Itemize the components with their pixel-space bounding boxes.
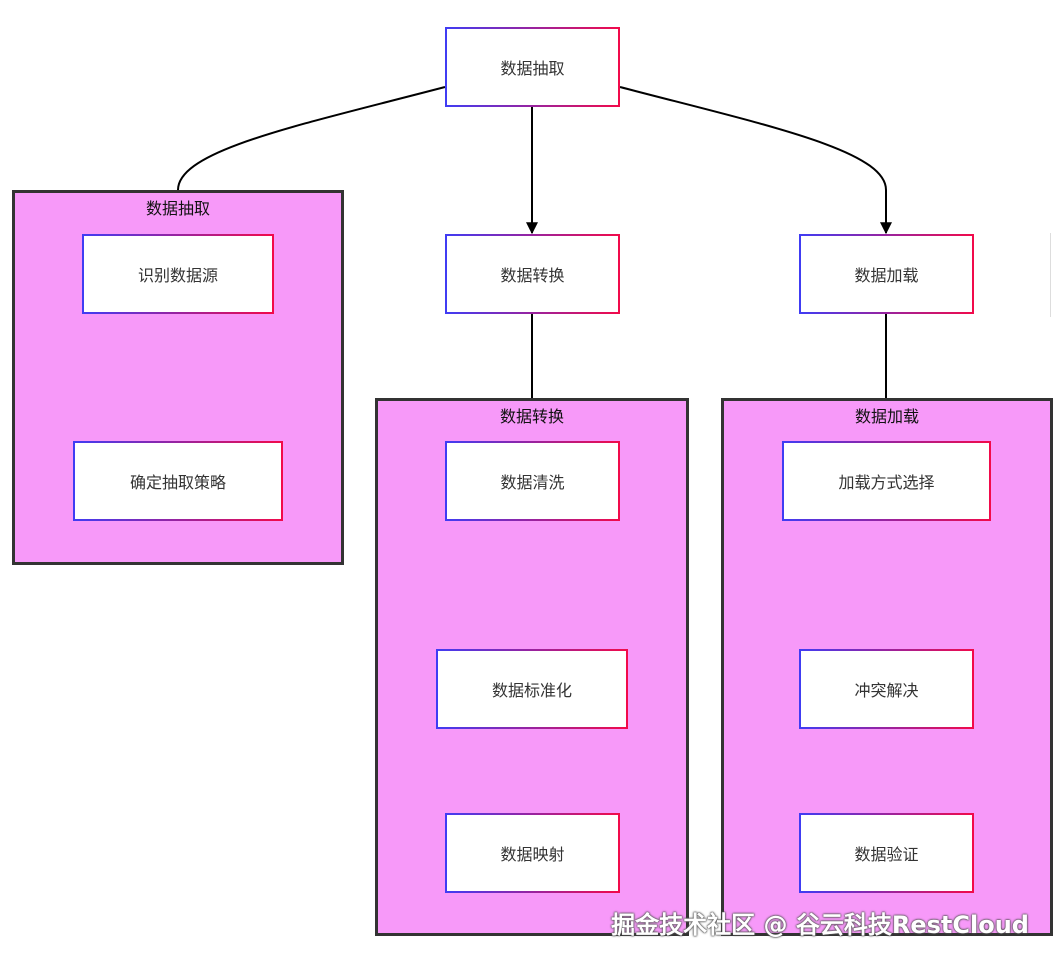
node-conflict[interactable]: 冲突解决 (799, 649, 974, 729)
node-define-strategy[interactable]: 确定抽取策略 (73, 441, 283, 521)
node-cleaning[interactable]: 数据清洗 (445, 441, 620, 521)
group-extract-title: 数据抽取 (145, 199, 210, 218)
node-validation[interactable]: 数据验证 (799, 813, 974, 893)
node-standardization[interactable]: 数据标准化 (436, 649, 628, 729)
node-identify-source[interactable]: 识别数据源 (82, 234, 274, 314)
offscreen-node-edge (1050, 233, 1057, 317)
node-mapping[interactable]: 数据映射 (445, 813, 620, 893)
edge-root-to-identify-source (172, 86, 446, 235)
group-load-title: 数据加载 (854, 407, 919, 426)
edge-root-to-load (619, 86, 892, 235)
node-root-extract[interactable]: 数据抽取 (445, 27, 620, 107)
node-load-method[interactable]: 加载方式选择 (782, 441, 991, 521)
watermark: 掘金技术社区 @ 谷云科技RestCloud (611, 911, 1029, 939)
group-transform-title: 数据转换 (499, 407, 564, 426)
node-transform[interactable]: 数据转换 (445, 234, 620, 314)
node-load[interactable]: 数据加载 (799, 234, 974, 314)
